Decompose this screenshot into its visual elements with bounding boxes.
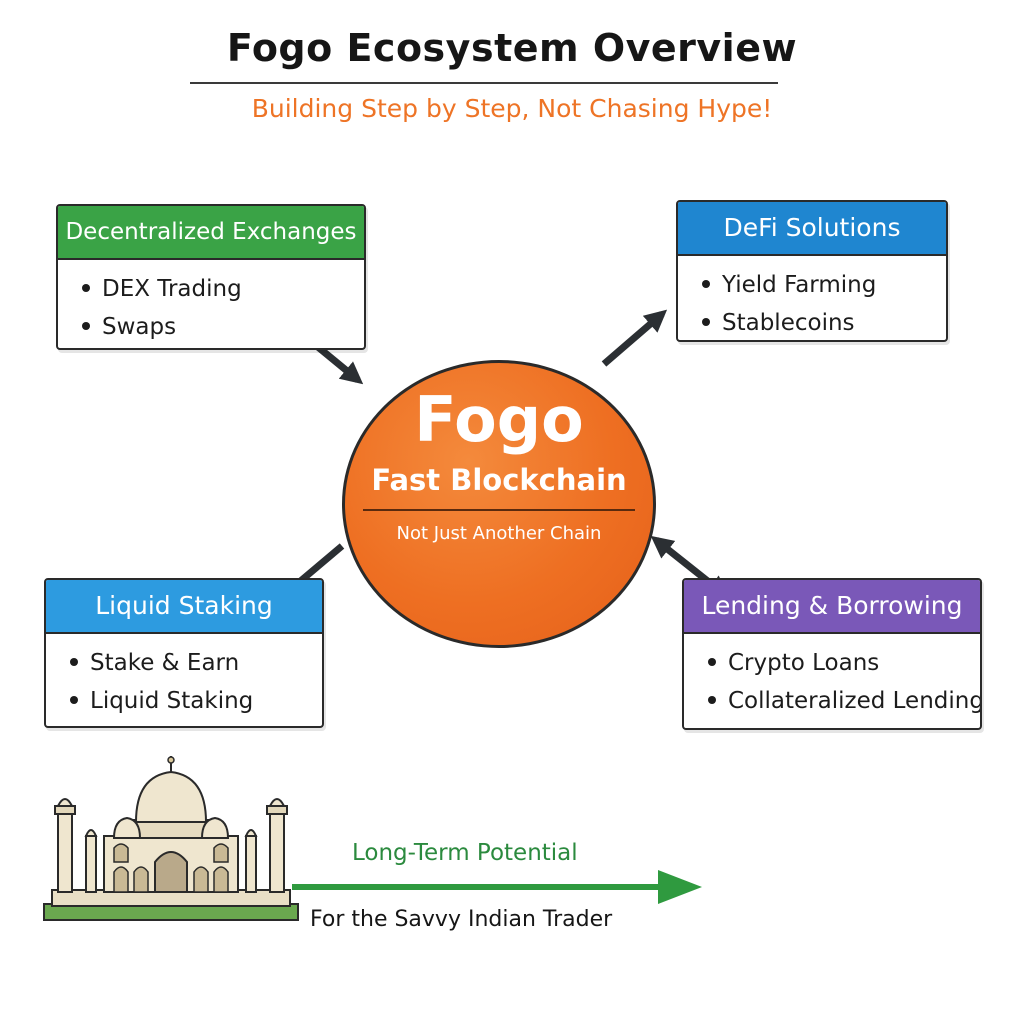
list-item-label: Stake & Earn xyxy=(90,650,240,676)
card-list-dex: DEX Trading Swaps xyxy=(58,260,364,346)
card-list-defi: Yield Farming Stablecoins xyxy=(678,256,946,340)
bullet-icon xyxy=(82,283,90,292)
card-header-defi: DeFi Solutions xyxy=(678,202,946,256)
card-list-lending: Crypto Loans Collateralized Lending xyxy=(684,634,980,720)
list-item: Liquid Staking xyxy=(70,682,322,720)
card-defi-solutions: DeFi Solutions Yield Farming Stablecoins xyxy=(676,200,948,342)
diagram-title: Fogo Ecosystem Overview xyxy=(226,26,798,70)
bullet-icon xyxy=(70,695,78,704)
list-item: Swaps xyxy=(82,308,364,346)
arrow-hub-defi xyxy=(601,309,668,367)
bullet-icon xyxy=(702,279,710,288)
list-item-label: Stablecoins xyxy=(722,310,855,336)
list-item-label: Crypto Loans xyxy=(728,650,880,676)
list-item: Collateralized Lending xyxy=(708,682,980,720)
card-lending-borrowing: Lending & Borrowing Crypto Loans Collate… xyxy=(682,578,982,730)
card-decentralized-exchanges: Decentralized Exchanges DEX Trading Swap… xyxy=(56,204,366,350)
long-term-arrow xyxy=(292,870,702,904)
list-item: DEX Trading xyxy=(82,270,364,308)
list-item-label: Yield Farming xyxy=(722,272,877,298)
fogo-hub-circle: Fogo Fast Blockchain Not Just Another Ch… xyxy=(342,360,656,648)
bullet-icon xyxy=(708,695,716,704)
bullet-icon xyxy=(708,657,716,666)
bullet-icon xyxy=(702,317,710,326)
list-item: Crypto Loans xyxy=(708,644,980,682)
card-header-dex: Decentralized Exchanges xyxy=(58,206,364,260)
list-item-label: Swaps xyxy=(102,314,177,340)
taj-mahal-icon xyxy=(43,756,299,921)
indian-trader-caption: For the Savvy Indian Trader xyxy=(310,907,613,932)
hub-divider xyxy=(363,509,635,511)
bullet-icon xyxy=(82,321,90,330)
list-item: Yield Farming xyxy=(702,266,946,304)
card-header-lending: Lending & Borrowing xyxy=(684,580,980,634)
list-item: Stake & Earn xyxy=(70,644,322,682)
hub-tagline: Not Just Another Chain xyxy=(396,523,602,544)
list-item-label: Collateralized Lending xyxy=(728,688,982,714)
title-underline xyxy=(190,82,778,84)
card-header-staking: Liquid Staking xyxy=(46,580,322,634)
hub-name: Fogo xyxy=(414,383,584,456)
list-item-label: DEX Trading xyxy=(102,276,242,302)
bullet-icon xyxy=(70,657,78,666)
list-item: Stablecoins xyxy=(702,304,946,340)
diagram-subtitle: Building Step by Step, Not Chasing Hype! xyxy=(251,94,773,123)
card-liquid-staking: Liquid Staking Stake & Earn Liquid Staki… xyxy=(44,578,324,728)
hub-subtitle: Fast Blockchain xyxy=(371,463,627,497)
card-list-staking: Stake & Earn Liquid Staking xyxy=(46,634,322,720)
long-term-potential-label: Long-Term Potential xyxy=(352,840,578,866)
list-item-label: Liquid Staking xyxy=(90,688,254,714)
